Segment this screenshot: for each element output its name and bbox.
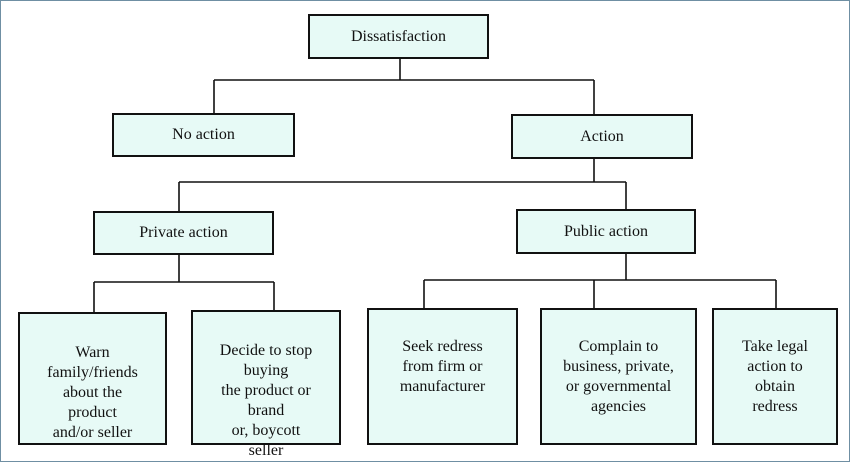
node-seek-redress: Seek redress from firm or manufacturer: [367, 308, 518, 445]
node-boycott: Decide to stop buying the product or bra…: [191, 310, 341, 459]
node-no-action-label: No action: [172, 126, 235, 143]
node-public-action: Public action: [516, 209, 696, 254]
node-public-action-label: Public action: [564, 222, 648, 240]
node-private-action-label: Private action: [139, 224, 228, 241]
node-warn-friends: Warn family/friends about the product an…: [18, 312, 167, 445]
node-action-label: Action: [580, 127, 624, 145]
node-legal-action: Take legal action to obtain redress: [712, 308, 838, 445]
node-boycott-label: Decide to stop buying the product or bra…: [219, 342, 313, 459]
node-seek-redress-label: Seek redress from firm or manufacturer: [399, 338, 486, 395]
node-legal-action-label: Take legal action to obtain redress: [742, 338, 808, 415]
node-complain-label: Complain to business, private, or govern…: [563, 338, 674, 415]
node-action: Action: [511, 114, 693, 159]
node-private-action: Private action: [93, 211, 274, 255]
node-no-action: No action: [112, 113, 295, 157]
node-warn-friends-label: Warn family/friends about the product an…: [47, 344, 138, 441]
node-complain: Complain to business, private, or govern…: [540, 308, 697, 445]
node-dissatisfaction: Dissatisfaction: [308, 14, 489, 59]
node-dissatisfaction-label: Dissatisfaction: [350, 27, 447, 45]
